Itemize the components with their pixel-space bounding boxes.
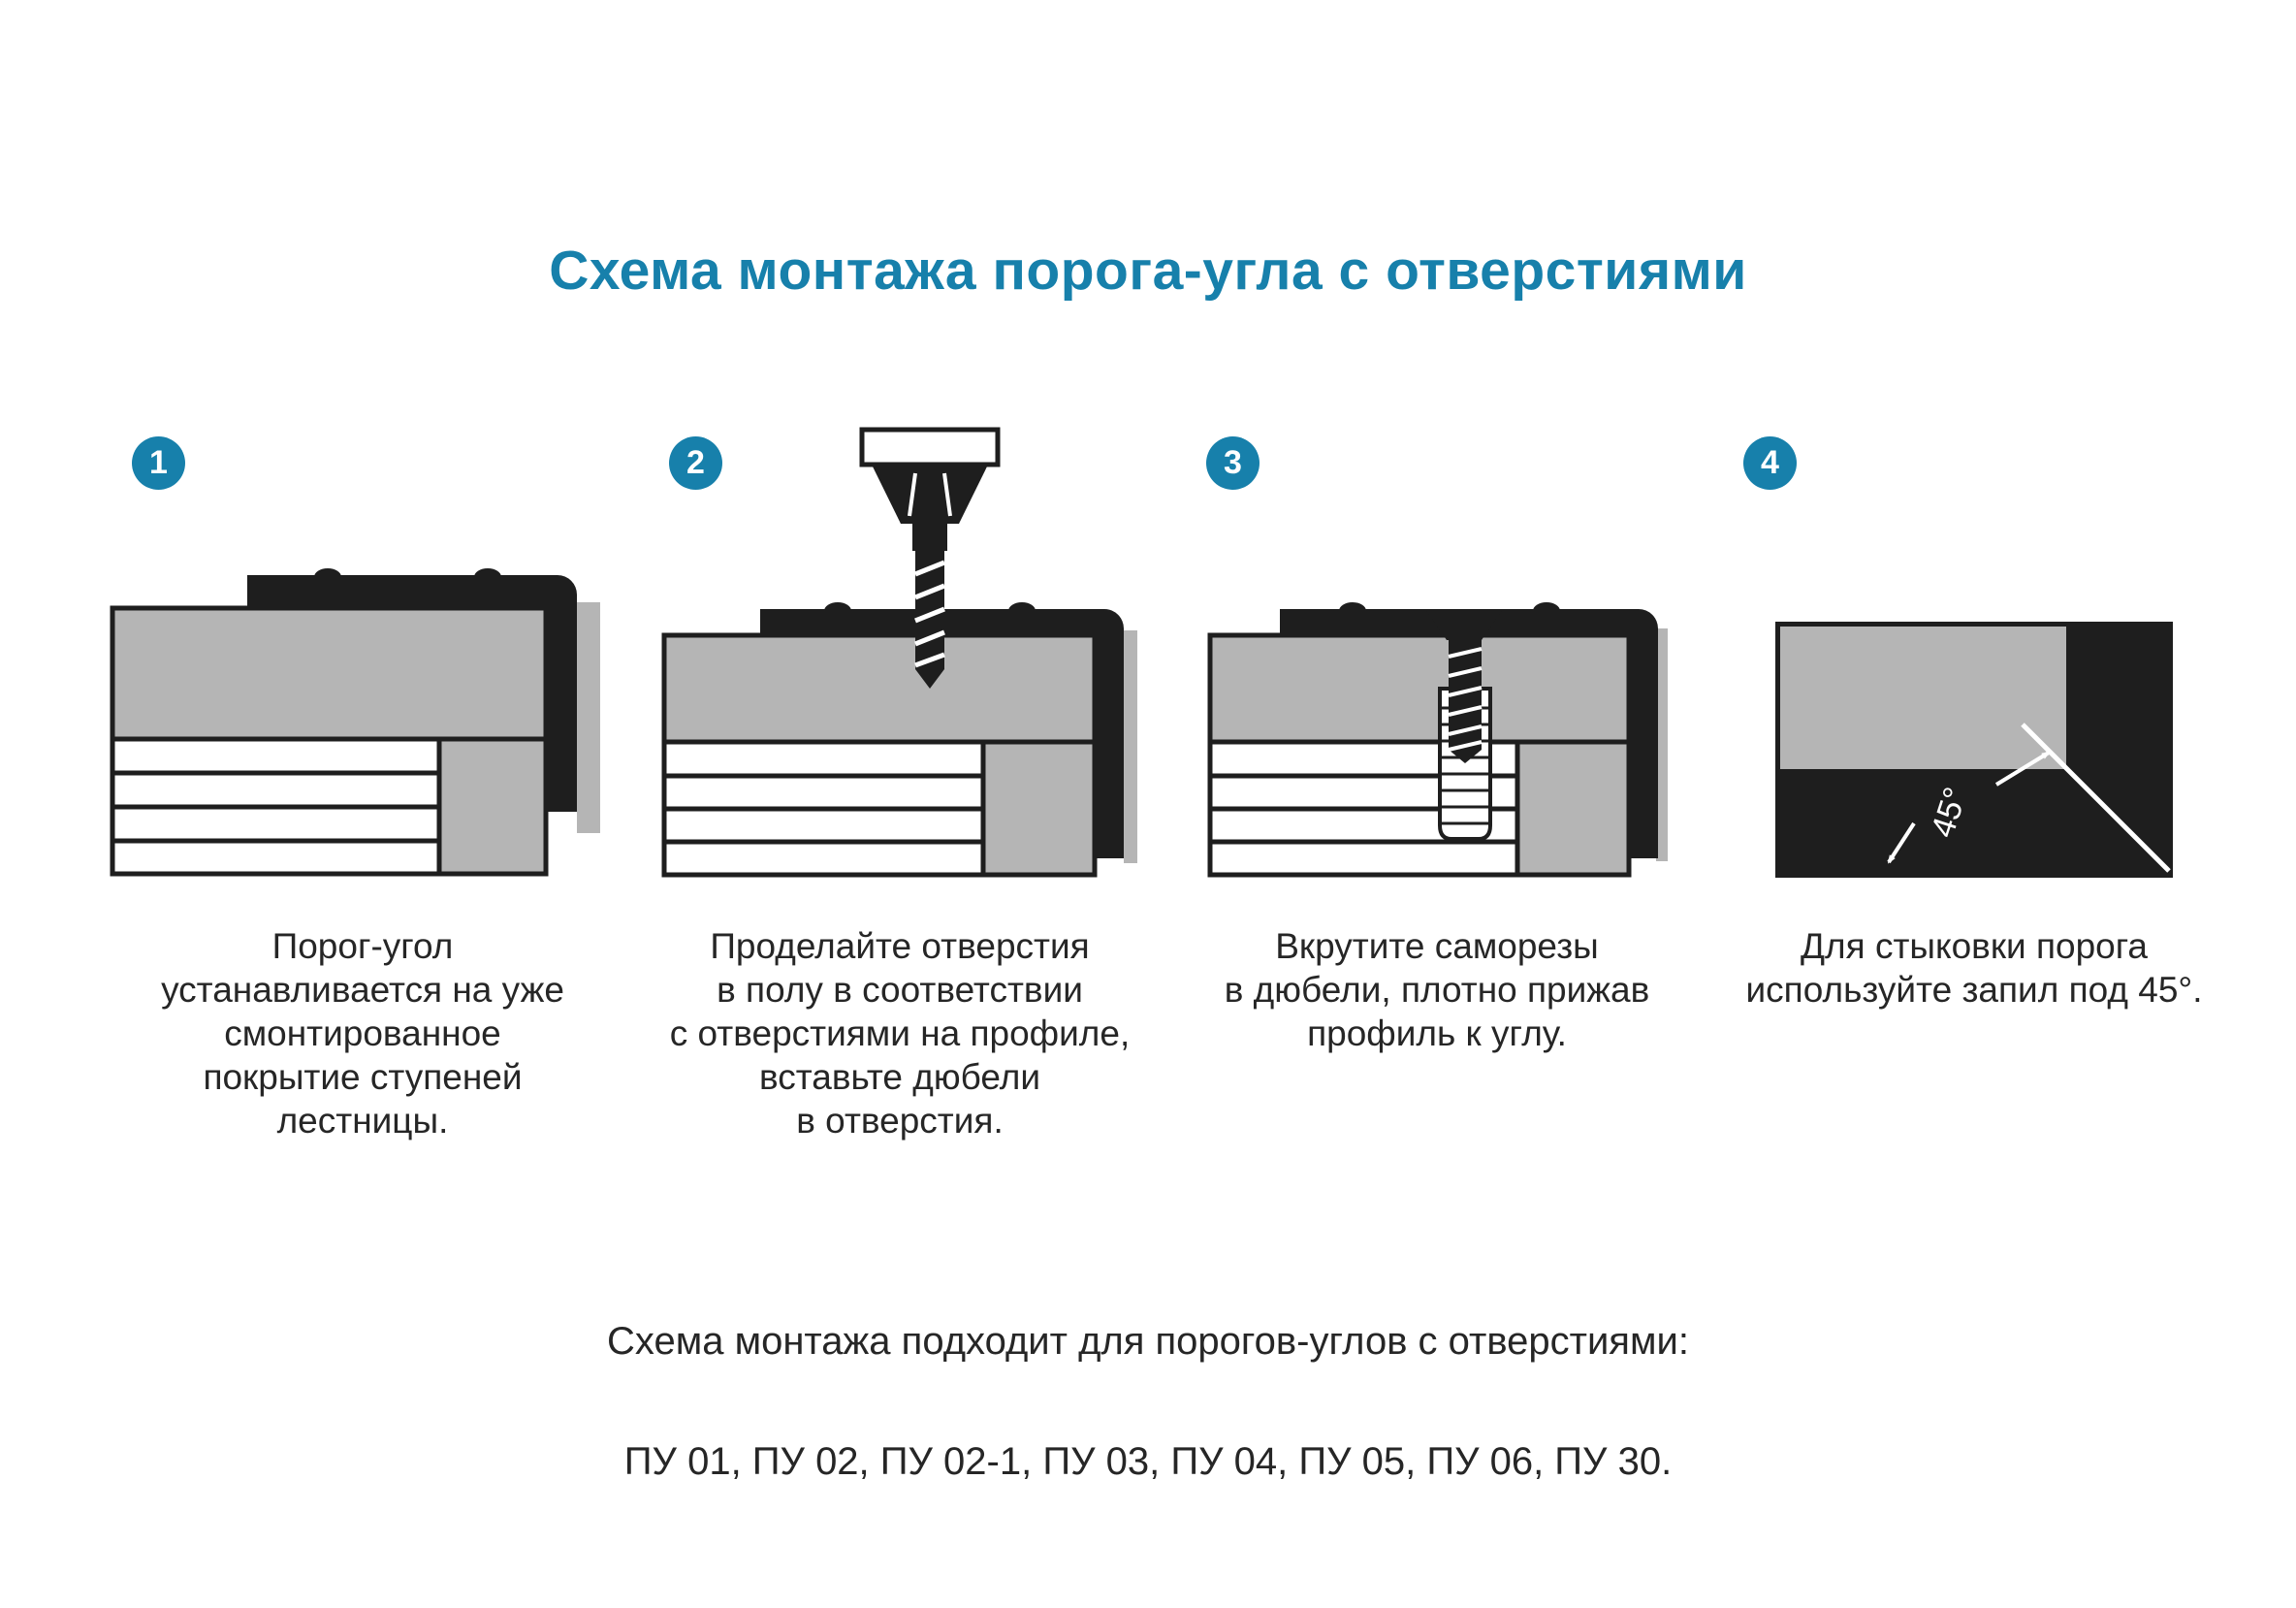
floor-block — [661, 632, 1098, 878]
footer-note: Схема монтажа подходит для порогов-углов… — [0, 1251, 2296, 1552]
floor-block — [1207, 632, 1631, 878]
installation-scheme-page: Схема монтажа порога-угла с отверстиями … — [0, 240, 2296, 1552]
step-1-caption: Порог-угол устанавливается на уже смонти… — [161, 926, 564, 1141]
page-title: Схема монтажа порога-угла с отверстиями — [549, 240, 1747, 302]
step-2: 2 — [642, 427, 1158, 1142]
step-2-number: 2 — [686, 444, 705, 481]
step-1-illustration-area — [105, 490, 621, 878]
angle-arrow-upper — [1994, 751, 2051, 787]
step-4: 4 45° — [1716, 436, 2232, 1142]
drill-icon — [859, 427, 1001, 689]
stair-step-block — [110, 605, 548, 877]
step-2-illustration — [661, 427, 1137, 878]
step-3: 3 — [1179, 436, 1695, 1142]
step-4-illustration-area: 45° — [1716, 490, 2232, 878]
profile-shadow — [576, 602, 600, 833]
step-1-number: 1 — [149, 444, 168, 481]
step-3-number: 3 — [1224, 444, 1242, 481]
profile-shadow — [1655, 628, 1668, 861]
step-2-badge: 2 — [669, 436, 722, 490]
steps-row: 1 — [105, 427, 2296, 1142]
step-4-caption: Для стыковки порога используйте запил по… — [1745, 926, 2203, 1010]
corner-profile-icon — [246, 568, 577, 812]
step-4-badge: 4 — [1743, 436, 1797, 490]
profile-shadow — [1124, 630, 1137, 863]
corner-profile-icon — [1279, 602, 1658, 858]
step-1-badge: 1 — [132, 436, 185, 490]
step-3-badge: 3 — [1206, 436, 1260, 490]
footer-line-2: ПУ 01, ПУ 02, ПУ 02-1, ПУ 03, ПУ 04, ПУ … — [623, 1440, 1673, 1483]
screw-icon — [1424, 609, 1503, 763]
step-1: 1 — [105, 436, 621, 1142]
step-3-caption: Вкрутите саморезы в дюбели, плотно прижа… — [1224, 926, 1650, 1053]
step-1-illustration — [110, 568, 600, 877]
step-2-caption: Проделайте отверстия в полу в соответств… — [669, 926, 1131, 1141]
angle-arrow-lower — [1887, 821, 1916, 864]
step-2-illustration-area — [642, 427, 1158, 878]
step-3-illustration-area — [1179, 490, 1695, 878]
footer-line-1: Схема монтажа подходит для порогов-углов… — [607, 1320, 1689, 1363]
step-3-illustration — [1207, 602, 1668, 878]
miter-cut-line — [2021, 723, 2171, 873]
corner-profile-icon — [760, 602, 1124, 858]
step-4-illustration: 45° — [1775, 622, 2173, 878]
miter-joint-diagram: 45° — [1775, 622, 2173, 878]
step-4-number: 4 — [1761, 444, 1779, 481]
